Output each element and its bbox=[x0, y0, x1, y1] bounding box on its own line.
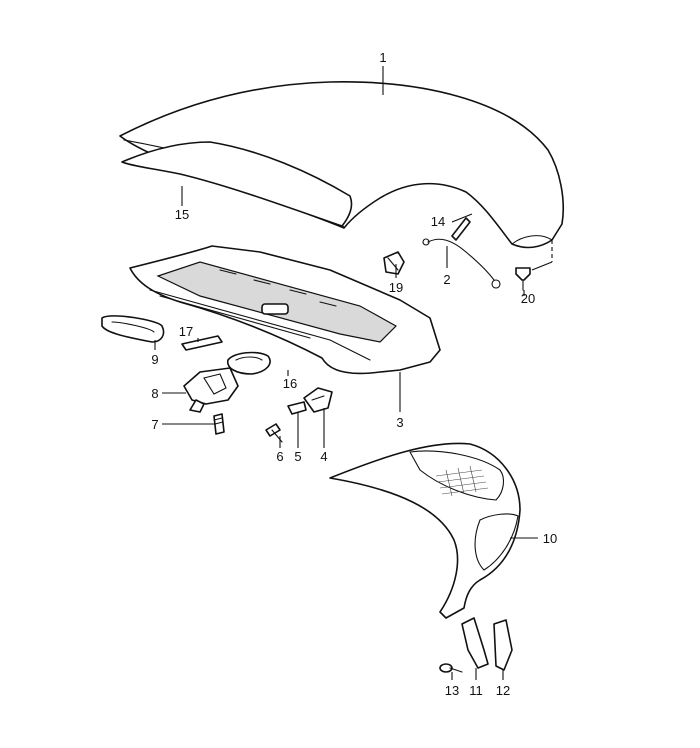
callout-labels: 1 2 3 4 5 6 7 8 9 10 11 12 13 14 15 16 1… bbox=[151, 50, 557, 698]
mesh-grille bbox=[435, 465, 489, 497]
part-17-strip bbox=[181, 335, 223, 351]
callout-13: 13 bbox=[445, 683, 459, 698]
callout-17: 17 bbox=[179, 324, 193, 339]
part-5-pad bbox=[287, 401, 307, 415]
part-8-latch-assembly bbox=[183, 367, 239, 413]
part-7-bolt bbox=[213, 413, 225, 435]
part-13-screw bbox=[439, 663, 463, 673]
part-15-headliner bbox=[121, 141, 353, 227]
callout-14: 14 bbox=[431, 214, 445, 229]
callout-16: 16 bbox=[283, 376, 297, 391]
callout-3: 3 bbox=[396, 415, 403, 430]
callout-4: 4 bbox=[320, 449, 327, 464]
part-12-bracket bbox=[493, 619, 513, 671]
leader-lines bbox=[154, 66, 538, 680]
part-11-bracket bbox=[461, 617, 489, 669]
callout-8: 8 bbox=[151, 386, 158, 401]
callout-10: 10 bbox=[543, 531, 557, 546]
callout-11: 11 bbox=[469, 683, 483, 698]
part-2-cable bbox=[422, 238, 501, 289]
part-10-rear-cover bbox=[329, 442, 521, 619]
callout-6: 6 bbox=[276, 449, 283, 464]
part-20-push-clip bbox=[515, 240, 553, 291]
callout-12: 12 bbox=[496, 683, 510, 698]
callout-1: 1 bbox=[379, 50, 386, 65]
callout-2: 2 bbox=[443, 272, 450, 287]
part-3-rear-trim-panel bbox=[129, 245, 441, 375]
part-4-bracket bbox=[303, 387, 333, 413]
callout-20: 20 bbox=[521, 291, 535, 306]
callout-9: 9 bbox=[151, 352, 158, 367]
part-16-seal-ring bbox=[227, 351, 271, 375]
part-19-retaining-clip bbox=[383, 251, 405, 275]
callout-5: 5 bbox=[294, 449, 301, 464]
callout-15: 15 bbox=[175, 207, 189, 222]
part-9-air-vent bbox=[101, 315, 165, 343]
part-14-support-strut bbox=[451, 217, 471, 241]
callout-19: 19 bbox=[389, 280, 403, 295]
callout-7: 7 bbox=[151, 417, 158, 432]
